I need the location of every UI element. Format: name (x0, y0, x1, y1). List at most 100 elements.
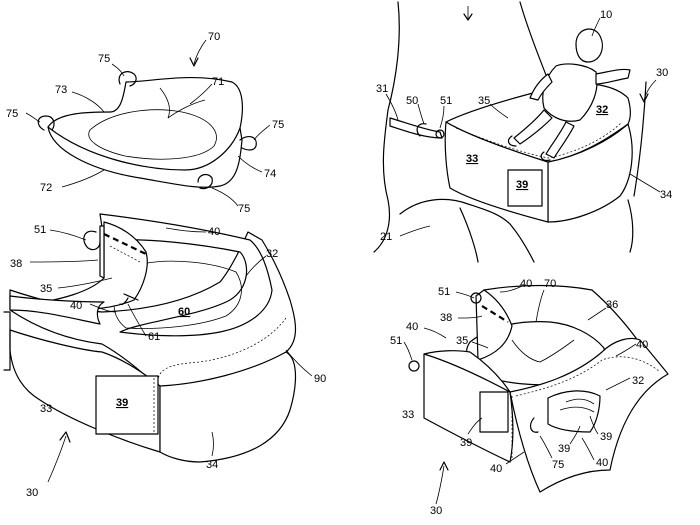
arrow-30-worn-head (639, 93, 649, 103)
leader-39-open-a (467, 417, 483, 435)
label-39-open-b: 39 (558, 443, 570, 455)
label-38: 38 (10, 258, 22, 270)
leader-35 (57, 277, 113, 289)
pillow-loop-right (239, 136, 257, 151)
arrow-30-right (435, 465, 445, 505)
leader-51-open-a (455, 291, 475, 299)
label-36: 36 (606, 299, 618, 311)
leader-73 (71, 91, 105, 113)
label-31: 31 (376, 83, 388, 95)
label-35-open: 35 (456, 335, 468, 347)
child-foot-1 (507, 135, 517, 147)
open-pillow-fold (511, 339, 575, 363)
carrier-seam-90 (157, 317, 287, 381)
label-30-left: 30 (26, 487, 38, 499)
leader-35-open (471, 341, 489, 349)
arrow-70-head (189, 57, 199, 67)
open-pocket-39a (479, 391, 509, 433)
wearer-thigh (459, 207, 535, 263)
label-75-open: 75 (552, 459, 564, 471)
leader-75-right (253, 124, 271, 141)
carrier-ring-51 (83, 230, 101, 251)
label-40-open-a: 40 (520, 278, 532, 290)
pillow-loop-left (37, 115, 55, 131)
open-flap-seam (515, 356, 661, 397)
wearer-back-outline (519, 1, 549, 81)
worn-ring-51 (435, 129, 445, 139)
leader-40b (89, 303, 117, 313)
arrow-30-left-head (59, 431, 71, 443)
label-40-open-b: 40 (406, 321, 418, 333)
open-ring-51a (470, 292, 482, 304)
leader-38-open (457, 315, 483, 319)
label-39-open-a: 39 (460, 437, 472, 449)
leader-38 (29, 259, 99, 263)
child-arm-right (595, 68, 631, 85)
carrier-flap-38 (99, 225, 105, 279)
label-40-open-c: 40 (636, 339, 648, 351)
open-loop-75 (529, 417, 539, 433)
wearer-body-outline (373, 1, 400, 253)
carrier-side-wall (159, 351, 297, 463)
carrier-figure: 51 40 32 38 35 40 60 61 90 33 39 34 30 (3, 213, 326, 499)
child-torso (542, 63, 598, 122)
label-40b: 40 (70, 300, 82, 312)
label-32-worn: 32 (596, 104, 608, 116)
arrow-top-head (463, 13, 473, 21)
child-head (575, 28, 603, 63)
leader-40-open-c (615, 343, 637, 357)
label-51: 51 (34, 224, 46, 236)
leader-40-open-a (499, 285, 523, 293)
leader-70-open (535, 289, 545, 323)
label-32-open: 32 (632, 375, 644, 387)
pillow-loop-topleft (118, 71, 137, 87)
leader-75-open (539, 435, 553, 459)
leader-75-bottom (211, 187, 239, 207)
label-35-worn: 35 (478, 95, 490, 107)
carrier-dash-line-2 (109, 245, 141, 263)
label-10: 10 (600, 9, 612, 21)
label-34: 34 (206, 459, 218, 471)
label-71: 71 (212, 76, 224, 88)
leader-75-topleft (111, 63, 125, 77)
arrow-30-right-head (439, 461, 449, 471)
child-arm-left (529, 73, 553, 101)
carrier-zipper-pull (119, 293, 139, 306)
carrier-rim (99, 213, 273, 337)
carrier-dash-line (103, 233, 147, 255)
carrier-strap-40 (9, 295, 105, 325)
leader-40-open-b (423, 327, 447, 339)
label-40a: 40 (208, 226, 220, 238)
leader-39-open-b (569, 425, 581, 445)
label-33-worn: 33 (466, 153, 478, 165)
arrow-70 (193, 39, 207, 65)
pillow-center-seam (159, 87, 206, 119)
leader-39-open-c (589, 415, 599, 435)
leader-10 (591, 17, 601, 37)
label-33-open: 33 (402, 409, 414, 421)
wearer-belt (389, 117, 443, 139)
label-21: 21 (380, 231, 392, 243)
label-75c: 75 (272, 119, 284, 131)
pillow-figure: 70 75 73 71 75 75 72 74 75 (6, 31, 284, 215)
carrier-flap (29, 221, 148, 311)
label-51-worn: 51 (440, 95, 452, 107)
label-34-worn: 34 (660, 189, 672, 201)
label-70-open: 70 (544, 278, 556, 290)
open-front-top (423, 350, 511, 393)
label-40-open-e: 40 (490, 463, 502, 475)
pillow-loop-bottom (197, 173, 213, 190)
leader-71 (189, 83, 213, 105)
wearer-arm (633, 81, 647, 197)
label-33: 33 (40, 403, 52, 415)
arrow-30-left (47, 435, 67, 483)
leader-36 (587, 307, 607, 321)
leader-51-worn (439, 105, 445, 129)
leader-40-open-d (581, 437, 595, 461)
leader-32-open (605, 377, 631, 391)
open-dash-line (481, 305, 509, 323)
leader-72 (61, 169, 105, 188)
label-30-worn: 30 (656, 67, 668, 79)
label-73: 73 (55, 84, 67, 96)
